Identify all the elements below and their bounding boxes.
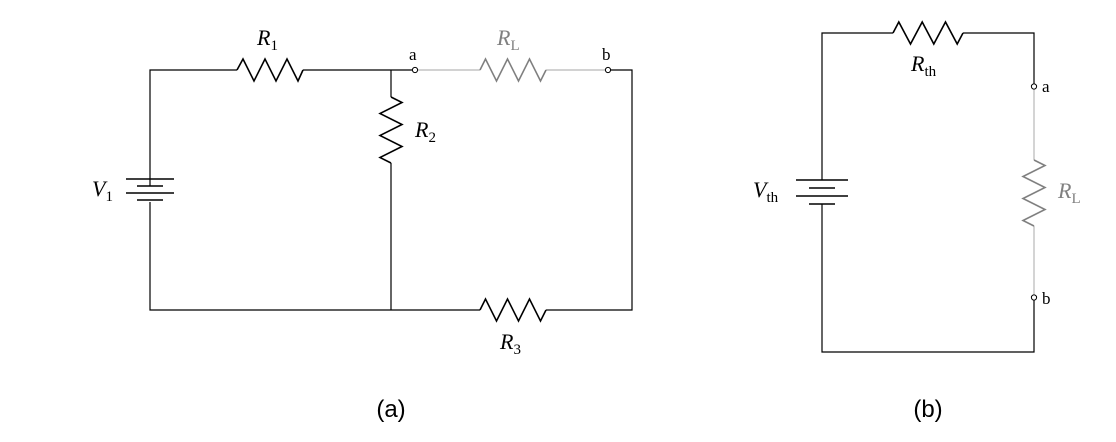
wire-b-bottom (821, 204, 1035, 353)
wire-b-top-right (963, 32, 1035, 84)
label-terminal-a: a (409, 45, 417, 64)
label-terminal-b: b (602, 45, 611, 64)
label-terminal-b-a: a (1042, 77, 1050, 96)
circuit-b: Rth RL Vth a b (b) (753, 20, 1081, 423)
resistor-rl-a (479, 57, 547, 83)
caption-b: (b) (913, 396, 942, 423)
label-r2: R2 (414, 117, 436, 146)
circuit-a: R1 RL R2 R3 V1 a b (a) (92, 25, 633, 423)
label-v1: V1 (92, 176, 113, 205)
terminal-b (604, 66, 612, 74)
terminal-b-b (1030, 294, 1038, 301)
wire-b-top (821, 32, 893, 180)
resistor-r3 (479, 297, 547, 323)
terminal-b-a (1030, 83, 1038, 90)
wire-a-right (546, 69, 633, 311)
label-rth: Rth (910, 51, 937, 80)
terminal-a (411, 66, 419, 74)
resistor-rl-b (1021, 159, 1047, 227)
battery-vth (796, 179, 848, 205)
label-rl-a: RL (496, 25, 520, 54)
label-rl-b: RL (1057, 178, 1081, 207)
resistor-r2 (378, 96, 404, 164)
wire-a-left-bottom (149, 202, 480, 311)
battery-v1 (126, 178, 174, 201)
label-r1: R1 (256, 25, 278, 54)
label-r3: R3 (499, 329, 521, 358)
label-vth: Vth (753, 177, 779, 206)
wire-a-top-left (149, 69, 237, 186)
caption-a: (a) (376, 396, 405, 423)
resistor-rth (892, 20, 964, 46)
resistor-r1 (236, 57, 304, 83)
label-terminal-b-b: b (1042, 289, 1051, 308)
